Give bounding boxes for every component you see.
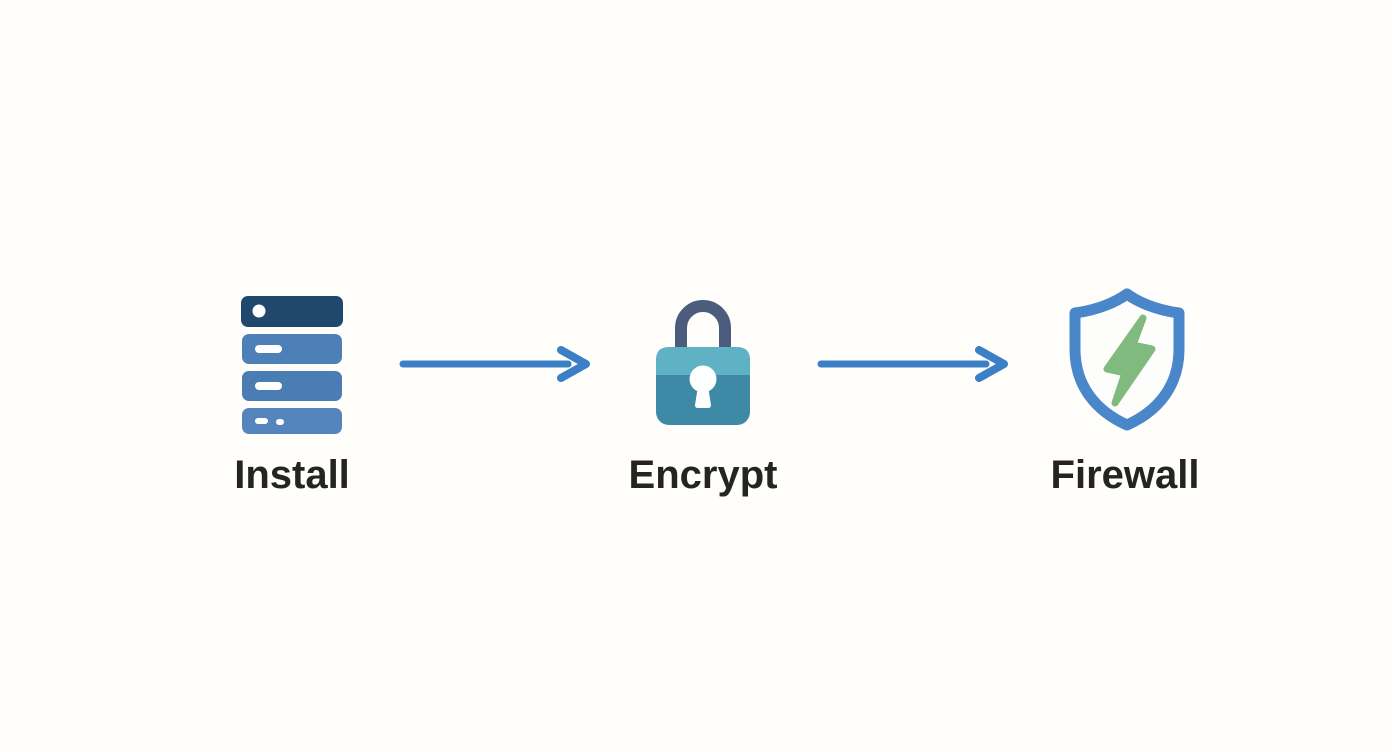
server-led-dot xyxy=(252,304,266,318)
server-bar-2 xyxy=(242,334,342,364)
lock-body-highlight xyxy=(656,347,750,375)
server-bar-top xyxy=(241,296,343,327)
lightning-bolt xyxy=(1103,314,1156,407)
arrow-right-icon xyxy=(399,346,590,382)
lock-icon xyxy=(656,300,750,425)
lock-shackle xyxy=(675,300,731,354)
step-label-firewall: Firewall xyxy=(1050,453,1200,497)
server-bar-3 xyxy=(242,371,342,401)
arrow-right-icon xyxy=(817,346,1008,382)
step-label-encrypt: Encrypt xyxy=(628,453,778,497)
keyhole-circle xyxy=(689,365,717,393)
server-icon xyxy=(241,296,343,434)
arrow-head xyxy=(557,346,590,382)
server-slot-dash xyxy=(255,382,282,390)
arrow-head xyxy=(975,346,1008,382)
server-dot-dash xyxy=(276,419,284,425)
shield-lightning-icon xyxy=(1069,288,1185,431)
step-label-install: Install xyxy=(234,453,350,497)
server-bar-bottom xyxy=(242,408,342,434)
server-slot-dash xyxy=(255,345,282,353)
server-dot-dash xyxy=(255,418,268,424)
keyhole-stem xyxy=(695,386,711,408)
